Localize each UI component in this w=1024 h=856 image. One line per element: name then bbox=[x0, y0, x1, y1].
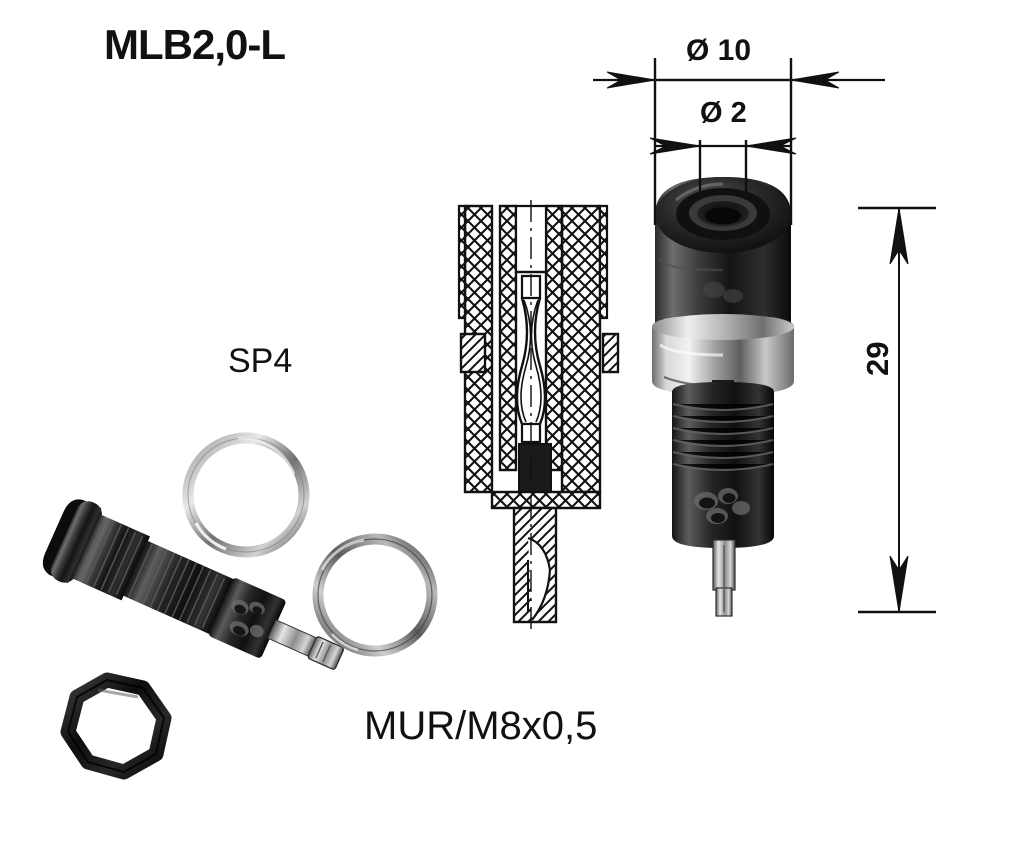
dimension-bore-diameter: Ø 2 bbox=[700, 97, 747, 129]
page-title: MLB2,0-L bbox=[104, 21, 286, 68]
label-nut: MUR/M8x0,5 bbox=[364, 704, 598, 748]
arrow-29-bottom bbox=[889, 555, 909, 613]
spring-washer-lower bbox=[312, 533, 438, 657]
spring-washer-upper bbox=[182, 432, 310, 558]
assembled-socket-photo bbox=[652, 177, 794, 617]
socket-body-threaded bbox=[42, 499, 344, 670]
arrow-d10-right bbox=[790, 71, 840, 89]
cross-section-drawing bbox=[457, 200, 620, 630]
label-spring-washer: SP4 bbox=[228, 342, 293, 380]
arrow-d2-left bbox=[649, 137, 701, 155]
arrow-d10-left bbox=[606, 71, 656, 89]
dimension-lines bbox=[593, 58, 936, 614]
dimension-length: 29 bbox=[860, 341, 895, 376]
arrow-d2-right bbox=[745, 137, 797, 155]
dimension-outer-diameter: Ø 10 bbox=[686, 34, 752, 67]
arrow-29-top bbox=[889, 207, 909, 265]
hex-nut bbox=[60, 672, 172, 780]
